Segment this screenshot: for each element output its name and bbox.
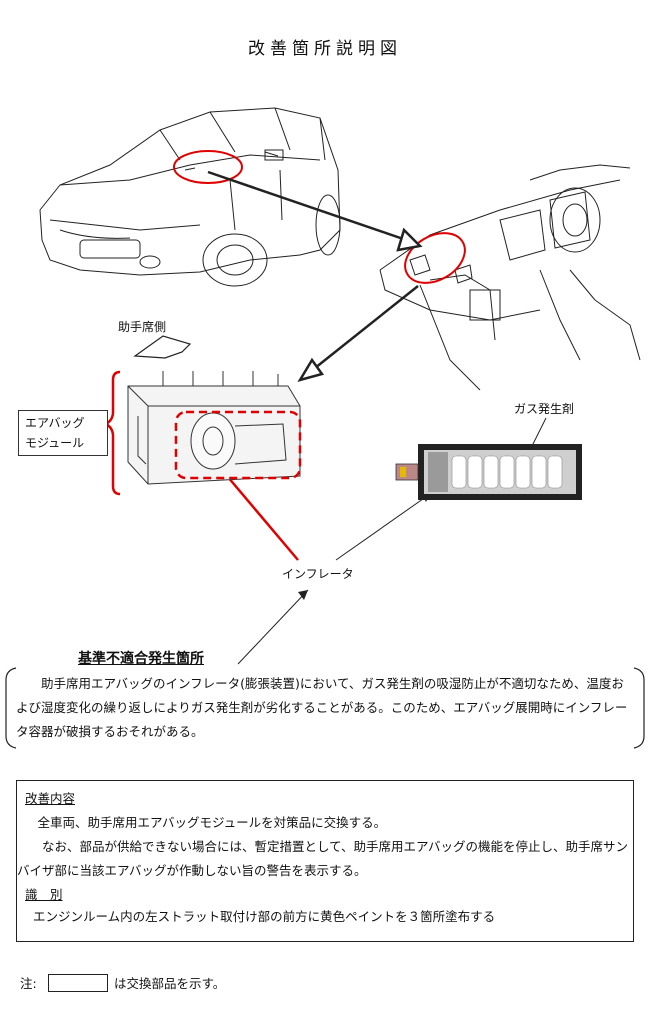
car-illustration — [39, 107, 341, 287]
page-title: 改善箇所説明図 — [248, 39, 402, 59]
airbag-module-label: エアバッグ モジュール — [18, 410, 108, 456]
identification-text: エンジンルーム内の左ストラット取付け部の前方に黄色ペイントを３箇所塗布する — [33, 909, 496, 924]
airbag-module-illustration — [127, 371, 302, 485]
improvement-line1: 全車両、助手席用エアバッグモジュールを対策品に交換する。 — [37, 815, 387, 830]
improvement-line2: なお、部品が供給できない場合には、暫定措置として、助手席用エアバッグの機能を停止… — [17, 839, 629, 878]
airbag-module-label-line1: エアバッグ — [25, 416, 85, 430]
identification-heading: 識 別 — [25, 887, 63, 902]
gas-generant-label: ガス発生剤 — [514, 402, 575, 416]
inflator-illustration — [395, 444, 582, 500]
note-suffix: は交換部品を示す。 — [114, 976, 226, 991]
replacement-part-legend-box — [48, 974, 108, 992]
inflator-label: インフレータ — [282, 567, 354, 581]
note-prefix: 注: — [20, 976, 37, 991]
nonconformity-heading: 基準不適合発生箇所 — [78, 651, 204, 667]
airbag-module-label-line2: モジュール — [25, 436, 85, 450]
nonconformity-text: 助手席用エアバッグのインフレータ(膨張装置)において、ガス発生剤の吸湿防止が不適… — [16, 676, 628, 739]
improvement-box: 改善内容 全車両、助手席用エアバッグモジュールを対策品に交換する。 なお、部品が… — [16, 780, 634, 942]
improvement-heading: 改善内容 — [25, 791, 76, 806]
passenger-side-label: 助手席側 — [118, 320, 167, 334]
